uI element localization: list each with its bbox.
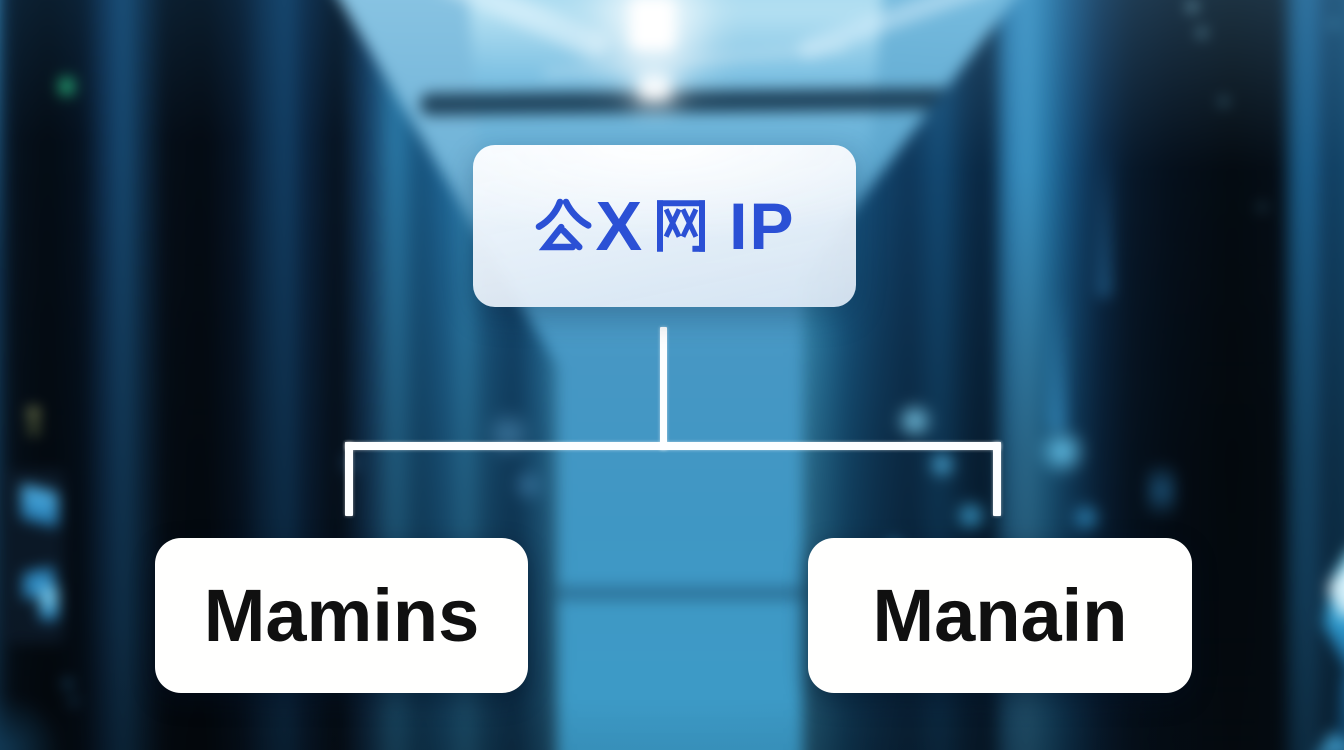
indicator-dot — [1188, 2, 1197, 11]
cjk-char-wang-glyph — [657, 200, 706, 252]
rack-door-knob — [39, 584, 58, 621]
node-root-public-ip: X IP — [473, 145, 856, 307]
bokeh-glow — [1147, 451, 1176, 530]
connector-drop-left — [345, 442, 353, 516]
connector-crossbar — [345, 442, 1001, 450]
node-mamins: Mamins — [155, 538, 528, 693]
indicator-dot — [70, 698, 77, 705]
indicator-dot — [64, 679, 72, 688]
bokeh-glow — [953, 498, 989, 534]
bokeh-glow — [488, 402, 530, 466]
floor-shadow-band — [496, 586, 823, 601]
root-title-x: X — [595, 187, 643, 265]
bokeh-streak — [1047, 288, 1068, 432]
bokeh-glow — [894, 400, 936, 442]
connector-root-stem — [660, 327, 667, 450]
bokeh-glow — [1069, 500, 1103, 536]
root-title: X IP — [533, 191, 795, 261]
node-manain-label: Manain — [872, 573, 1128, 657]
indicator-dot — [1220, 98, 1227, 105]
connector-drop-right — [993, 442, 1001, 516]
bokeh-glow — [927, 449, 958, 481]
node-mamins-label: Mamins — [203, 573, 480, 657]
status-led-green — [62, 80, 72, 93]
bokeh-streak — [1096, 145, 1113, 299]
status-led-yellow — [29, 408, 38, 418]
status-led-yellow — [30, 424, 38, 434]
indicator-dot — [1259, 204, 1265, 210]
ceiling-light-fixture — [639, 76, 670, 101]
indicator-dot — [1198, 29, 1206, 37]
indicator-dot — [1330, 21, 1338, 28]
bokeh-glow — [1037, 424, 1089, 479]
node-manain: Manain — [808, 538, 1192, 693]
bokeh-glow — [512, 463, 544, 507]
root-title-latin: IP — [729, 189, 796, 263]
ceiling-light-fixture — [629, 0, 677, 52]
cjk-char-gong-glyph — [536, 198, 592, 251]
